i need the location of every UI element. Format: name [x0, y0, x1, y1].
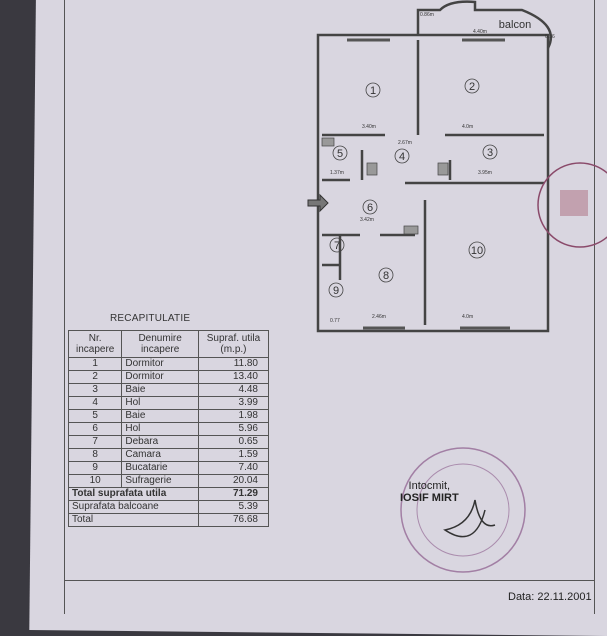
cell-nr: 2 — [67, 370, 123, 384]
cell-name: Bucatarie — [121, 461, 199, 475]
room-number: 9 — [333, 285, 339, 297]
cell-nr: 6 — [67, 422, 123, 436]
balcony-label: balcon — [499, 19, 531, 31]
cell-name: Debara — [121, 435, 199, 449]
dimension: 4.0m — [462, 314, 473, 320]
room-number: 7 — [334, 240, 340, 252]
cell-nr: 4 — [67, 396, 123, 410]
prepared-label: Intocmit, — [408, 480, 451, 492]
prepared-name: IOSIF MIRT — [400, 492, 459, 504]
dimension: 3.40m — [362, 124, 376, 130]
cell-area: 11.80 — [197, 357, 270, 371]
balcony-value: 5.39 — [197, 500, 270, 514]
cell-area: 0.65 — [197, 435, 270, 449]
cell-name: Dormitor — [121, 370, 199, 384]
cell-nr: 5 — [67, 409, 123, 423]
dimension: 0.56 — [545, 34, 555, 40]
floor-plan: 1 2 3 4 5 6 7 8 9 10 balcon 3.40m 4.0m 3… — [307, 0, 607, 333]
header-name: Denumire incapere — [121, 330, 199, 358]
cell-name: Sufragerie — [121, 474, 199, 488]
room-number: 10 — [471, 245, 483, 257]
cell-area: 13.40 — [197, 370, 270, 384]
dimension: 2.46m — [372, 314, 386, 320]
cell-name: Hol — [121, 396, 199, 410]
room-number: 4 — [399, 151, 405, 163]
document-date: Data: 22.11.2001 — [508, 591, 592, 603]
cell-name: Dormitor — [121, 357, 199, 371]
dimension: 2.67m — [398, 140, 412, 146]
cell-area: 4.48 — [197, 383, 270, 397]
cell-area: 20.04 — [197, 474, 270, 488]
frame-line — [64, 580, 595, 581]
cell-nr: 9 — [67, 461, 123, 475]
cell-area: 3.99 — [197, 396, 270, 410]
dimension: 1.37m — [330, 170, 344, 176]
official-stamp — [400, 447, 526, 573]
dimension: 3.95m — [478, 170, 492, 176]
total-util-label: Total suprafata utila — [68, 487, 199, 501]
cell-nr: 1 — [67, 357, 123, 371]
cell-nr: 8 — [67, 448, 123, 462]
entrance-arrow-icon — [307, 193, 329, 213]
dimension: 0.77 — [330, 318, 340, 324]
room-number: 1 — [370, 85, 376, 97]
cell-area: 1.59 — [197, 448, 270, 462]
cell-nr: 7 — [67, 435, 123, 449]
total-value: 76.68 — [197, 513, 270, 527]
header-area: Supraf. utila (m.p.) — [197, 330, 270, 358]
cell-name: Baie — [121, 409, 199, 423]
dimension: 0.86m — [420, 12, 434, 18]
header-nr: Nr. incapere — [67, 330, 123, 358]
signature — [443, 499, 496, 538]
dimension: 3.42m — [360, 217, 374, 223]
cadastre-stamp — [537, 162, 607, 248]
cell-area: 5.96 — [197, 422, 270, 436]
cell-area: 7.40 — [197, 461, 270, 475]
balcony-label: Suprafata balcoane — [68, 500, 199, 514]
total-label: Total — [68, 513, 199, 527]
dimension: 4.40m — [473, 29, 487, 35]
cell-nr: 10 — [67, 474, 123, 488]
recap-table: Nr. incapere Denumire incapere Supraf. u… — [67, 330, 270, 527]
recap-title: RECAPITULATIE — [110, 313, 191, 324]
room-number: 8 — [383, 270, 389, 282]
room-number: 5 — [337, 148, 343, 160]
cell-name: Baie — [121, 383, 199, 397]
prepared-by: Intocmit, IOSIF MIRT — [400, 480, 459, 504]
room-number: 3 — [487, 147, 493, 159]
cell-name: Camara — [121, 448, 199, 462]
cell-name: Hol — [121, 422, 199, 436]
room-number: 2 — [469, 81, 475, 93]
frame-line — [594, 0, 595, 614]
room-number: 6 — [367, 202, 373, 214]
cell-area: 1.98 — [197, 409, 270, 423]
cell-nr: 3 — [67, 383, 123, 397]
total-util-value: 71.29 — [197, 487, 270, 501]
frame-line — [64, 0, 65, 614]
dimension: 4.0m — [462, 124, 473, 130]
